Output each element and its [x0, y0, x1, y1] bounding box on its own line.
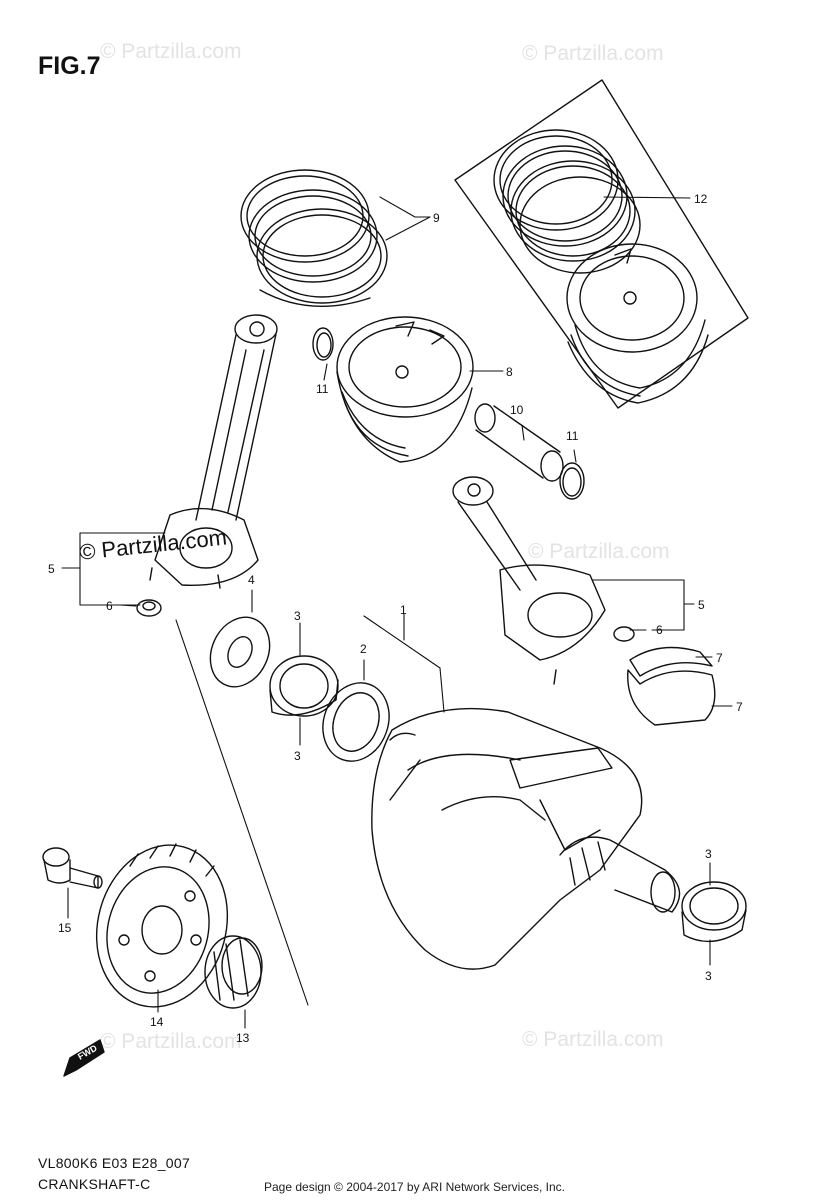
connecting-rod-left [149, 314, 278, 589]
circlip-inner [316, 332, 332, 358]
callout-6: 6 [656, 623, 663, 637]
piston-rings [240, 169, 388, 307]
watermark: © Partzilla.com [100, 1030, 242, 1053]
callout-9: 9 [433, 211, 440, 225]
callout-11: 11 [316, 382, 329, 396]
thrust-shim [322, 682, 390, 762]
callout-3: 3 [294, 749, 301, 763]
piston-set-box [454, 79, 749, 409]
circlip-inner [562, 467, 582, 497]
conrod-bearing-lower [627, 669, 716, 726]
page-footer: Page design © 2004-2017 by ARI Network S… [263, 1180, 565, 1194]
circlip [312, 327, 334, 361]
callout-5: 5 [698, 598, 705, 612]
callout-4: 4 [248, 573, 255, 587]
primary-drive-gear [95, 843, 229, 1008]
watermark: © Partzilla.com [522, 42, 664, 65]
callout-3: 3 [705, 847, 712, 861]
callout-15: 15 [58, 921, 72, 935]
callout-12: 12 [694, 192, 708, 206]
watermark: © Partzilla.com [528, 540, 670, 563]
callout-8: 8 [506, 365, 513, 379]
piston-in-set [566, 243, 709, 404]
callout-11: 11 [566, 429, 579, 443]
connecting-rod-right [452, 476, 606, 685]
callout-5: 5 [48, 562, 55, 576]
piston-pin [474, 403, 564, 482]
figure-title: FIG.7 [38, 52, 101, 80]
crankshaft-bearing-right [681, 881, 747, 943]
callout-6: 6 [106, 599, 113, 613]
callout-10: 10 [510, 403, 524, 417]
callout-2: 2 [360, 642, 367, 656]
bolt [42, 847, 103, 889]
thrust-washer [209, 616, 271, 688]
piston-rings-set [493, 129, 641, 274]
circlip [559, 462, 585, 500]
model-code: VL800K6 E03 E28_007 [38, 1155, 191, 1171]
callout-13: 13 [236, 1031, 250, 1045]
nut-left [136, 599, 162, 617]
callout-7: 7 [716, 651, 723, 665]
leader-crankshaft [363, 615, 441, 669]
conrod-bearing-upper [629, 646, 713, 677]
watermark: © Partzilla.com [522, 1028, 664, 1051]
section-name: CRANKSHAFT-C [38, 1176, 151, 1192]
callout-7: 7 [736, 700, 743, 714]
drive-gear-small [204, 935, 263, 1009]
piston [336, 316, 474, 463]
callout-1: 1 [400, 603, 407, 617]
crankshaft-bearing-left [269, 655, 339, 717]
crankshaft [371, 707, 681, 970]
callout-3: 3 [294, 609, 301, 623]
callout-14: 14 [150, 1015, 164, 1029]
fwd-arrow-icon [63, 1039, 105, 1077]
group-leader [175, 619, 309, 1006]
callout-3: 3 [705, 969, 712, 983]
watermark: © Partzilla.com [100, 40, 242, 63]
leader-lines [61, 196, 733, 1029]
nut-right [613, 626, 635, 642]
